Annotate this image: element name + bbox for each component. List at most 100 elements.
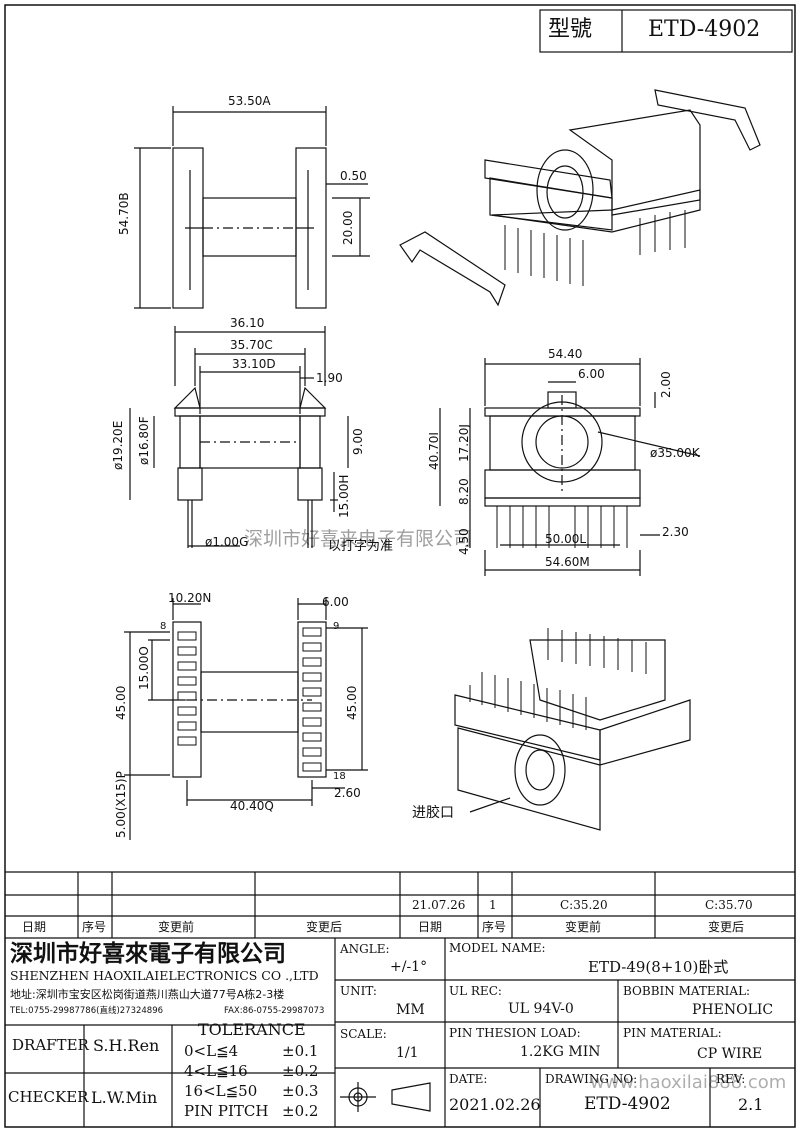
top-view [134, 106, 370, 309]
dim-front-50: 50.00L [545, 532, 587, 546]
drawing-no-label: DRAWING NO: [545, 1072, 638, 1086]
dim-front-172: 17.20J [457, 424, 471, 462]
pin-label-18: 18 [333, 771, 346, 782]
angle-label: ANGLE: [340, 942, 390, 956]
dim-side-331: 33.10D [232, 357, 276, 371]
tolerance-label: TOLERANCE [198, 1020, 306, 1039]
model-code: ETD-4902 [648, 17, 761, 42]
angle-value: +/-1° [390, 959, 428, 975]
dim-side-9: 9.00 [351, 428, 365, 455]
h-after-right: 变更后 [708, 920, 745, 934]
rev-value: 2.1 [738, 1095, 764, 1114]
company-tel: TEL:0755-29987786(直线)27324896 [10, 1006, 164, 1016]
drafter-name: S.H.Ren [93, 1036, 160, 1055]
watermark-text: 深圳市好喜来电子有限公司 [244, 528, 473, 550]
bottom-view [124, 598, 368, 840]
dim-front-546: 54.60M [545, 555, 590, 569]
rev-after: C:35.70 [705, 898, 753, 912]
drawing-no-value: ETD-4902 [584, 1094, 671, 1114]
tol-range-1: 0<L≦4 [184, 1042, 239, 1060]
model-name-label: MODEL NAME: [449, 941, 546, 955]
dim-top-width: 53.50A [228, 94, 271, 108]
dim-bot-15: 15.00O [137, 646, 151, 690]
drafter-label: DRAFTER [12, 1036, 89, 1054]
company-fax: FAX:86-0755-29987073 [224, 1006, 325, 1016]
h-date-right: 日期 [418, 920, 443, 934]
date-value: 2021.02.26 [449, 1095, 541, 1114]
tol-value-2: ±0.2 [282, 1062, 319, 1080]
dim-front-2: 2.00 [659, 371, 673, 398]
tol-range-4: PIN PITCH [184, 1102, 269, 1120]
dim-pin-dia: ø1.00G [205, 535, 249, 549]
date-label: DATE: [449, 1072, 488, 1086]
front-view [439, 358, 701, 576]
h-before-left: 变更前 [158, 920, 195, 934]
dim-flange-thk: 0.50 [340, 169, 367, 183]
pin-load-label: PIN THESION LOAD: [449, 1026, 581, 1040]
side-view [129, 326, 349, 548]
dim-side-192: ø19.20E [111, 420, 125, 470]
dim-front-407: 40.70I [427, 432, 441, 470]
bobbin-label: BOBBIN MATERIAL: [623, 984, 751, 998]
unit-value: MM [396, 1002, 425, 1018]
dim-core-dia: 20.00 [341, 210, 355, 245]
pin-label-9: 9 [333, 621, 340, 632]
checker-name: L.W.Min [91, 1088, 158, 1107]
dim-bot-102: 10.20N [168, 591, 212, 605]
model-name-value: ETD-49(8+10)卧式 [588, 958, 729, 976]
company-name-cn: 深圳市好喜來電子有限公司 [10, 940, 286, 967]
company-address: 地址:深圳市宝安区松岗街道燕川燕山大道77号A栋2-3楼 [10, 988, 285, 1001]
tol-value-3: ±0.3 [282, 1082, 319, 1100]
scale-label: SCALE: [340, 1027, 387, 1041]
dim-bot-404: 40.40Q [230, 799, 274, 813]
h-seq-left: 序号 [82, 920, 107, 934]
tol-range-2: 4<L≦16 [184, 1062, 248, 1080]
dim-side-168: ø16.80F [137, 416, 151, 465]
dim-front-35: ø35.00K [650, 446, 700, 460]
model-label: 型號 [548, 17, 593, 42]
h-date-left: 日期 [22, 920, 47, 934]
table-grid [5, 871, 795, 1127]
dim-side-19: 1.90 [316, 371, 343, 385]
ul-label: UL REC: [449, 984, 502, 998]
dim-front-23: 2.30 [662, 525, 689, 539]
tol-range-3: 16<L≦50 [184, 1082, 258, 1100]
dim-side-357: 35.70C [230, 338, 273, 352]
watermark-url: www.haoxilai888.com [590, 1072, 787, 1093]
dim-side-36: 36.10 [230, 316, 265, 330]
ul-value: UL 94V-0 [508, 1001, 574, 1017]
company-name-en: SHENZHEN HAOXILAIELECTRONICS CO .,LTD [10, 968, 319, 983]
rev-before: C:35.20 [560, 898, 608, 912]
rev-label: REV: [716, 1072, 746, 1086]
dim-bot-6: 6.00 [322, 595, 349, 609]
h-before-right: 变更前 [565, 920, 602, 934]
pin-load-value: 1.2KG MIN [520, 1044, 601, 1060]
tol-value-1: ±0.1 [282, 1042, 319, 1060]
rev-date: 21.07.26 [412, 898, 466, 912]
dim-bot-5x15: 5.00(X15)P [114, 771, 128, 838]
pin-label-8: 8 [160, 621, 167, 632]
pin-material-value: CP WIRE [697, 1046, 763, 1062]
dim-bot-45: 45.00 [114, 685, 128, 720]
dim-front-544: 54.40 [548, 347, 583, 361]
gate-label: 进胶口 [412, 805, 454, 821]
pin-material-label: PIN MATERIAL: [623, 1026, 722, 1040]
checker-label: CHECKER [8, 1088, 89, 1106]
dim-bot-45b: 45.00 [345, 685, 359, 720]
unit-label: UNIT: [340, 984, 377, 998]
rev-seq: 1 [489, 898, 497, 912]
dim-front-82: 8.20 [457, 478, 471, 505]
dim-side-15: 15.00H [337, 474, 351, 518]
h-after-left: 变更后 [306, 920, 343, 934]
dim-front-6: 6.00 [578, 367, 605, 381]
iso-view-bottom [454, 628, 691, 831]
dim-top-height: 54.70B [117, 192, 131, 235]
dim-bot-26: 2.60 [334, 786, 361, 800]
iso-view-top [399, 89, 761, 307]
note-text: 以打字为准 [328, 539, 394, 554]
scale-value: 1/1 [396, 1045, 419, 1061]
tol-value-4: ±0.2 [282, 1102, 319, 1120]
bobbin-value: PHENOLIC [692, 1002, 774, 1018]
h-seq-right: 序号 [482, 920, 507, 934]
